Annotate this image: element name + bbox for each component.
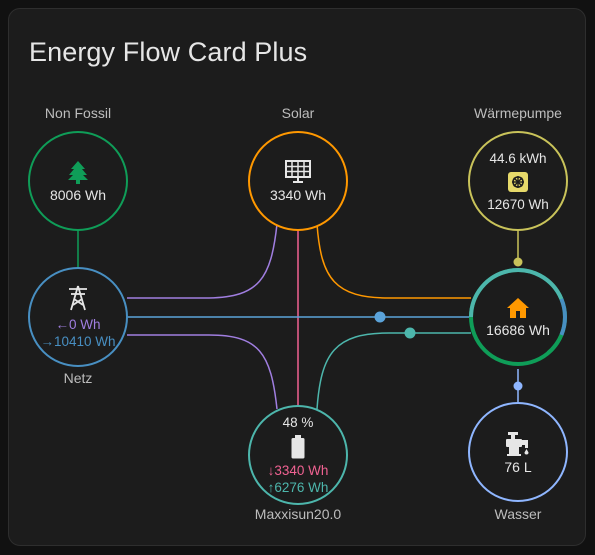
home-node[interactable]: 16686 Wh xyxy=(468,267,568,367)
heatpump-node[interactable]: 44.6 kWh 12670 Wh xyxy=(468,131,568,231)
line-battery-home xyxy=(316,332,471,410)
home-icon xyxy=(507,297,529,318)
grid-return-value: 0 Wh xyxy=(68,316,101,332)
solar-panel-icon xyxy=(285,159,311,183)
dot-home-water xyxy=(513,381,523,391)
arrow-right-icon: → xyxy=(40,333,54,349)
solar-node[interactable]: 3340 Wh xyxy=(248,131,348,231)
battery-in-row: ↑6276 Wh xyxy=(268,479,329,496)
heatpump-value-bottom: 12670 Wh xyxy=(487,196,549,212)
grid-consumption-row: →10410 Wh xyxy=(40,333,115,350)
grid-return-row: ←0 Wh xyxy=(55,316,100,333)
grid-node[interactable]: ←0 Wh →10410 Wh xyxy=(28,267,128,367)
grid-consumption-value: 10410 Wh xyxy=(53,333,116,349)
transmission-tower-icon xyxy=(69,285,87,310)
tree-icon xyxy=(68,160,88,184)
heat-pump-icon xyxy=(508,171,528,192)
arrow-left-icon: ← xyxy=(55,316,69,332)
battery-in-value: 6276 Wh xyxy=(274,480,329,495)
battery-node[interactable]: 48 % ↓3340 Wh ↑6276 Wh xyxy=(248,405,348,505)
card-title: Energy Flow Card Plus xyxy=(29,37,308,67)
flow-lines xyxy=(77,223,523,410)
energy-flow-card: Energy Flow Card Plus Non Fossil 8006 Wh xyxy=(8,8,586,546)
water-node[interactable]: 76 L xyxy=(468,402,568,502)
battery-label: Maxxisun20.0 xyxy=(254,506,342,522)
home-value: 16686 Wh xyxy=(486,321,550,338)
line-solar-home xyxy=(316,223,471,299)
battery-icon xyxy=(291,435,305,459)
home-ring xyxy=(469,268,567,366)
battery-out-row: ↓3340 Wh xyxy=(268,462,329,479)
heatpump-label: Wärmepumpe xyxy=(474,105,562,121)
dot-heatpump-home xyxy=(513,257,523,267)
dot-grid-home xyxy=(374,311,386,323)
line-grid-battery xyxy=(127,334,278,410)
water-label: Wasser xyxy=(494,506,542,522)
line-solar-grid xyxy=(127,223,278,299)
arrow-up-icon: ↑ xyxy=(267,480,275,495)
water-tap-icon xyxy=(506,431,529,456)
arrow-down-icon: ↓ xyxy=(267,463,275,478)
battery-soc: 48 % xyxy=(282,415,314,430)
non-fossil-value: 8006 Wh xyxy=(49,186,107,203)
non-fossil-node[interactable]: 8006 Wh xyxy=(28,131,128,231)
non-fossil-label: Non Fossil xyxy=(44,105,112,121)
solar-label: Solar xyxy=(281,105,315,121)
dot-battery-home xyxy=(404,327,416,339)
water-value: 76 L xyxy=(504,458,532,475)
solar-value: 3340 Wh xyxy=(269,186,327,203)
grid-label: Netz xyxy=(63,370,93,386)
battery-out-value: 3340 Wh xyxy=(274,463,329,478)
heatpump-value-top: 44.6 kWh xyxy=(489,150,547,166)
